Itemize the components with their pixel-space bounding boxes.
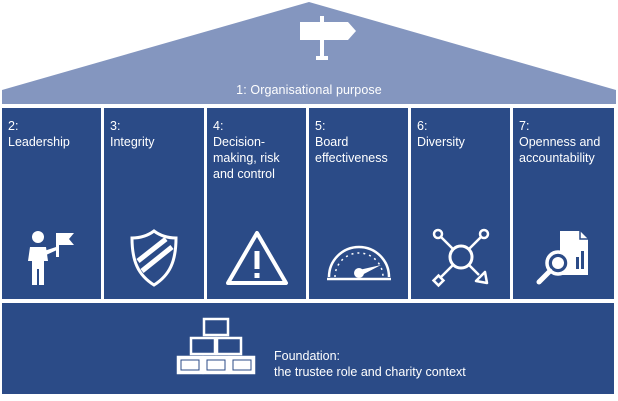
signpost-icon [300, 16, 356, 60]
foundation-label: Foundation: the trustee role and charity… [274, 348, 466, 380]
pillar-number: 3: [110, 119, 121, 133]
foundation-title: Foundation: [274, 349, 341, 363]
roof [2, 2, 616, 104]
pillar-label: 2: Leadership [8, 118, 97, 150]
pillar-title: Board effectiveness [315, 135, 388, 165]
pillar-title: Diversity [417, 135, 465, 149]
pillar-title: Integrity [110, 135, 155, 149]
gauge-icon [309, 223, 408, 291]
foundation-subtitle: the trustee role and charity context [274, 365, 466, 379]
magnifier-report-icon [513, 223, 614, 291]
pillar-number: 6: [417, 119, 428, 133]
pillar-label: 5: Board effectiveness [315, 118, 404, 166]
pillar-number: 5: [315, 119, 326, 133]
pillar-decision-making: 4: Decision-making, risk and control [207, 108, 306, 299]
pillar-diversity: 6: Diversity [411, 108, 510, 299]
foundation-block: Foundation: the trustee role and charity… [2, 303, 614, 394]
pillar-label: 3: Integrity [110, 118, 200, 150]
pillar-number: 2: [8, 119, 19, 133]
brick-stack-icon [176, 317, 256, 375]
pillar-openness: 7: Openness and accountability [513, 108, 614, 299]
pillar-integrity: 3: Integrity [104, 108, 204, 299]
roof-label: 1: Organisational purpose [236, 83, 382, 97]
pillar-title: Leadership [8, 135, 70, 149]
pillar-label: 7: Openness and accountability [519, 118, 610, 166]
pillar-leadership: 2: Leadership [2, 108, 101, 299]
pillar-label: 6: Diversity [417, 118, 506, 150]
pillar-number: 4: [213, 119, 224, 133]
pillar-title: Openness and accountability [519, 135, 601, 165]
pillar-label: 4: Decision-making, risk and control [213, 118, 302, 182]
leader-with-flag-icon [2, 223, 101, 291]
pillar-number: 7: [519, 119, 530, 133]
warning-triangle-icon [207, 223, 306, 291]
pillar-title: Decision-making, risk and control [213, 135, 280, 181]
shield-icon [104, 223, 204, 291]
pillar-board-effectiveness: 5: Board effectiveness [309, 108, 408, 299]
diverging-arrows-icon [411, 223, 510, 291]
